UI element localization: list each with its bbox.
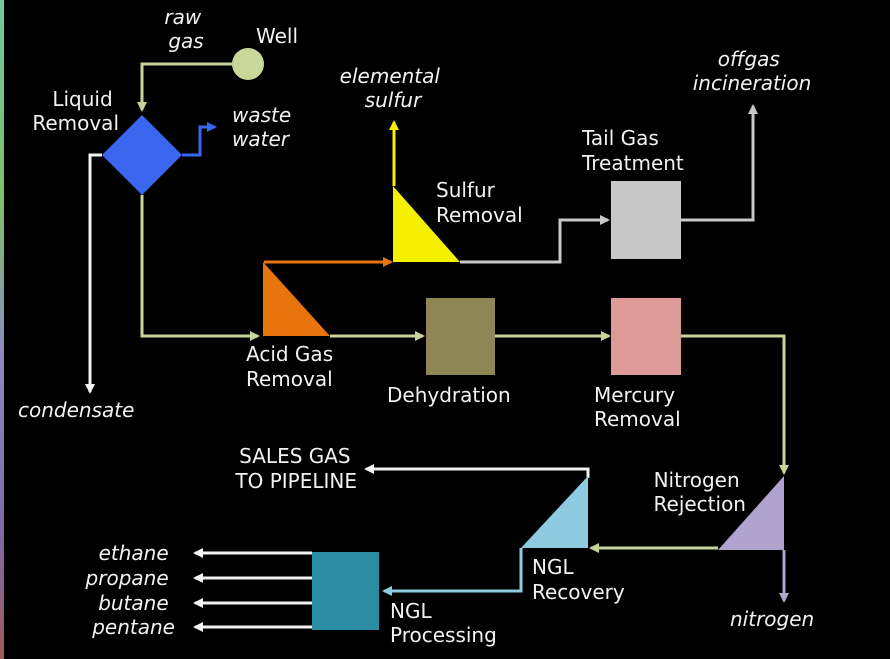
condensate-label: condensate	[18, 398, 134, 422]
sales-gas-label: SALES GAS TO PIPELINE	[234, 444, 357, 493]
left-edge-strip	[0, 0, 4, 659]
sulfur-removal-label: Sulfur Removal	[436, 178, 523, 227]
flow-to-acid-gas	[140, 195, 260, 341]
ngl-recovery-unit	[521, 476, 588, 548]
flow-raw-gas	[137, 62, 233, 112]
nitrogen-rejection-unit	[718, 476, 784, 550]
flow-mercury-to-nitrogen	[681, 334, 789, 475]
dehydration-unit	[426, 298, 495, 375]
flow-sulfur-to-tail	[460, 215, 610, 264]
dehydration-label: Dehydration	[387, 383, 511, 407]
ngl-products-label: ethane propane butane pentane	[85, 541, 175, 639]
offgas-incineration-label: offgas incineration	[693, 47, 812, 95]
mercury-removal-label: Mercury Removal	[594, 383, 681, 431]
nitrogen-rejection-label: Nitrogen Rejection	[654, 468, 746, 516]
ngl-processing-unit	[312, 552, 379, 630]
tail-gas-treatment-label: Tail Gas Treatment	[581, 126, 684, 175]
acid-gas-removal-label: Acid Gas Removal	[246, 342, 339, 391]
flow-waste-water	[182, 122, 217, 157]
ngl-recovery-label: NGL Recovery	[532, 555, 625, 604]
liquid-removal-unit	[102, 115, 182, 195]
ngl-processing-label: NGL Processing	[390, 599, 497, 647]
liquid-removal-label: Liquid Removal	[32, 87, 119, 135]
well-node	[232, 48, 264, 80]
well-label: Well	[256, 24, 298, 48]
flow-offgas	[680, 104, 758, 222]
flow-sales-gas	[364, 464, 590, 478]
flow-condensate	[85, 153, 102, 394]
flow-ngl-recovery-to-processing	[382, 548, 523, 596]
tail-gas-treatment-unit	[611, 181, 681, 259]
product-ethane: ethane	[99, 541, 169, 565]
waste-water-label: waste water	[232, 103, 298, 151]
nitrogen-output-label: nitrogen	[730, 607, 814, 631]
product-pentane: pentane	[91, 615, 175, 639]
elemental-sulfur-label: elemental sulfur	[340, 64, 447, 112]
raw-gas-label: raw gas	[164, 5, 207, 53]
acid-gas-removal-unit	[263, 262, 330, 336]
mercury-removal-unit	[611, 298, 681, 375]
sulfur-removal-unit	[393, 186, 460, 262]
product-propane: propane	[85, 566, 169, 590]
product-butane: butane	[98, 591, 168, 615]
